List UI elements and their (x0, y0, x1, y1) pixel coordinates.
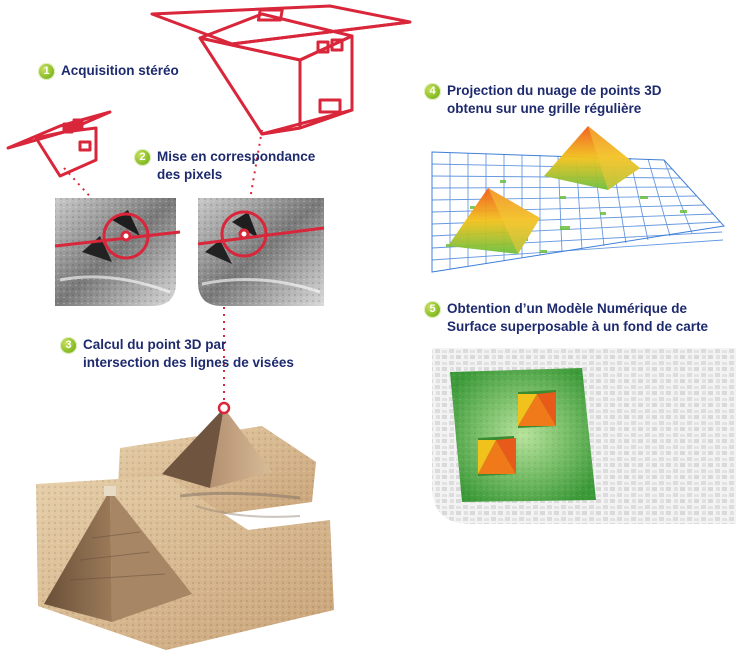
step-label: Acquisition stéréo (61, 63, 179, 78)
satellite-large-icon (150, 4, 412, 136)
step-number-badge: 5 (424, 301, 441, 318)
step-label: Projection du nuage de points 3D obtenu … (447, 83, 662, 116)
dsm-map (432, 348, 736, 524)
step-number-badge: 1 (38, 63, 55, 80)
stereo-image-left (55, 198, 176, 306)
step-number-badge: 4 (424, 83, 441, 100)
pyramids-3d-model (36, 408, 334, 650)
correspondence-marks (54, 226, 325, 248)
point-cloud-grid (431, 126, 725, 273)
step-label: Mise en correspondance des pixels (157, 149, 316, 182)
stereo-image-right (198, 198, 324, 306)
step-2: 2 Mise en correspondance des pixels (134, 148, 315, 184)
step-4: 4 Projection du nuage de points 3D obten… (424, 82, 662, 118)
3d-point-icon (217, 401, 231, 415)
step-label: Obtention d’un Modèle Numérique de Surfa… (447, 301, 709, 334)
step-number-badge: 2 (134, 149, 151, 166)
sight-lines (63, 129, 263, 404)
step-3: 3 Calcul du point 3D par intersection de… (60, 336, 294, 372)
target-circle-icon (102, 210, 268, 260)
step-number-badge: 3 (60, 337, 77, 354)
step-label: Calcul du point 3D par intersection des … (83, 337, 294, 370)
step-5: 5 Obtention d’un Modèle Numérique de Sur… (424, 300, 708, 336)
satellite-small-icon (6, 110, 112, 178)
step-1: 1 Acquisition stéréo (38, 62, 179, 80)
